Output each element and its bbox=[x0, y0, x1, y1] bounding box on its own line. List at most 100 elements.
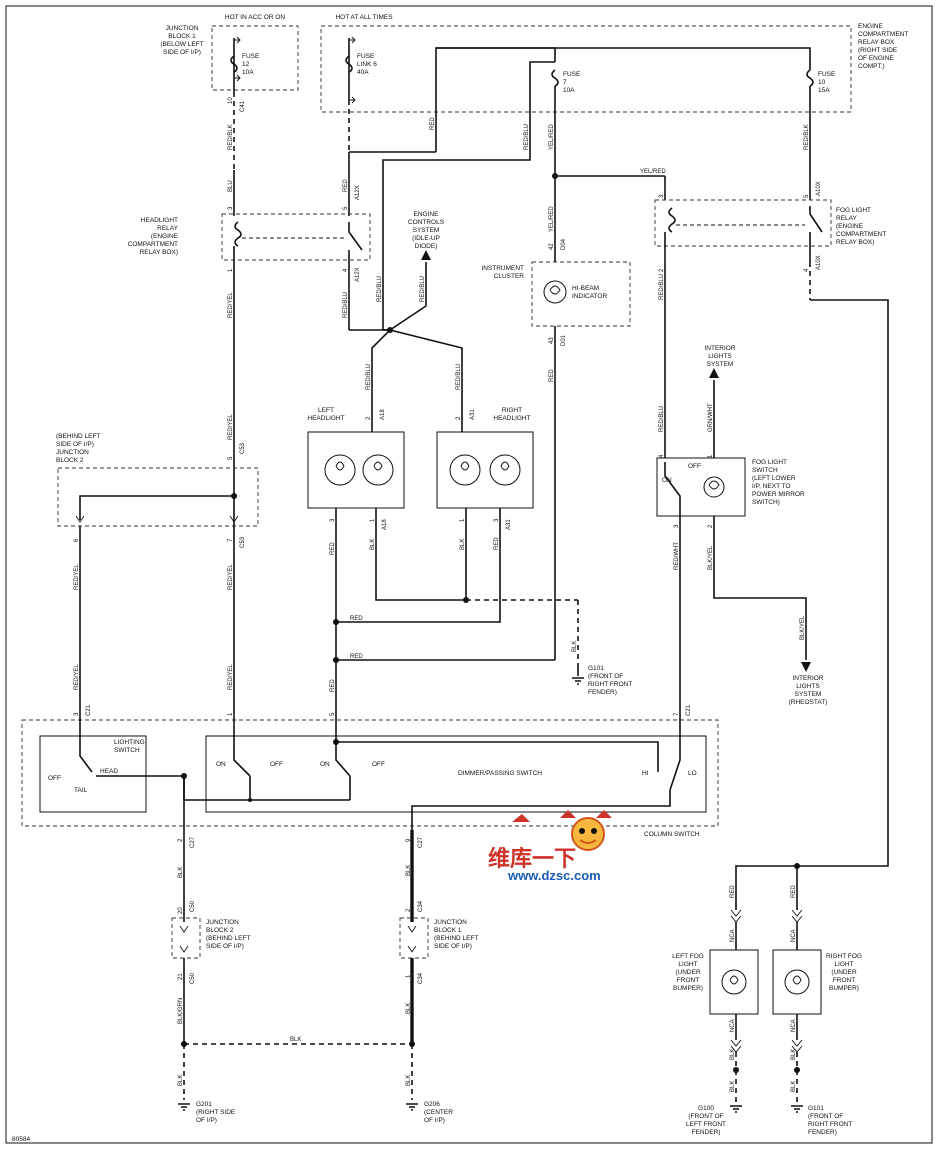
wire-label-13: RED/BLU bbox=[366, 364, 372, 390]
wire-label-2: RED bbox=[343, 179, 349, 192]
label-switch-states-off: OFF bbox=[48, 775, 61, 782]
connector-label-56: NCA bbox=[791, 929, 797, 942]
junction-block-2-box bbox=[57, 467, 259, 527]
wire-label-16: RED/BLU bbox=[659, 274, 665, 300]
wire-label-21: RED bbox=[330, 542, 336, 555]
wire-label-18: GRN/WHT bbox=[708, 403, 714, 432]
connector-label-23: 5 bbox=[228, 456, 234, 460]
wire-label-15: RED bbox=[549, 369, 555, 382]
connector-label-20: 2 bbox=[456, 416, 462, 420]
connector-label-12: A12X bbox=[355, 267, 361, 282]
junction-block-2-bottom-box bbox=[171, 917, 201, 959]
connector-label-25: 1 bbox=[708, 454, 714, 458]
wire-label-7: RED/BLK bbox=[804, 124, 810, 150]
wire-label-26: BLK/YEL bbox=[708, 545, 714, 570]
label-switch-states-lo: LO bbox=[688, 770, 697, 777]
connector-label-32: 3 bbox=[674, 524, 680, 528]
connector-label-41: 7 bbox=[674, 712, 680, 716]
wire-label-yel-red-h: YEL/RED bbox=[640, 169, 666, 175]
wire-label-red-h2: RED bbox=[350, 654, 363, 660]
connector-label-42: C21 bbox=[686, 704, 692, 716]
wire-label-40: BLK bbox=[730, 1049, 736, 1060]
connector-label-43: 2 bbox=[178, 838, 184, 842]
wire-label-33: BLK bbox=[406, 865, 412, 876]
ground-g201 bbox=[178, 1103, 190, 1111]
wire-label-38: RED bbox=[730, 885, 736, 898]
connector-label-47: 20 bbox=[178, 907, 184, 914]
column-switch-box bbox=[21, 719, 719, 827]
wire-label-37: BLK bbox=[406, 1075, 412, 1086]
wire-label-10: RED/BLU bbox=[377, 276, 383, 302]
wire-label-22: BLK bbox=[370, 539, 376, 550]
connector-label-53: 1 bbox=[406, 974, 412, 978]
connector-label-45: 9 bbox=[406, 838, 412, 842]
wire-label-23: BLK bbox=[460, 539, 466, 550]
connector-label-28: A18 bbox=[382, 519, 388, 530]
fog-switch-lamp bbox=[703, 476, 725, 498]
left-fog-bulb bbox=[721, 969, 747, 995]
headlight-relay-box bbox=[221, 213, 371, 261]
lighting-switch-contact bbox=[79, 716, 93, 773]
fuse-link-6-symbol bbox=[345, 55, 353, 73]
connector-label-26: 3 bbox=[330, 518, 336, 522]
label-switch-states-tail: TAIL bbox=[74, 787, 88, 794]
label-diagram-id: 80584 bbox=[12, 1136, 30, 1143]
connector-label-5: D04 bbox=[561, 238, 567, 250]
junction-block-1-bottom-box bbox=[399, 917, 429, 959]
label-dimmer-off-a: OFF bbox=[270, 761, 283, 768]
connector-label-0: C41 bbox=[240, 100, 246, 112]
connector-label-21: A31 bbox=[470, 409, 476, 420]
connector-label-17: D01 bbox=[561, 334, 567, 346]
wire-label-12: RED/YEL bbox=[228, 414, 234, 440]
connector-label-27: 1 bbox=[370, 518, 376, 522]
ground-g100 bbox=[730, 1105, 742, 1113]
connector-label-2: A12X bbox=[355, 185, 361, 200]
connector-label-50: C34 bbox=[418, 900, 424, 912]
watermark-cn: 维库一下 bbox=[488, 846, 576, 871]
connector-label-31: A31 bbox=[506, 519, 512, 530]
dimmer-contact-c bbox=[669, 716, 681, 791]
fuse-7-symbol bbox=[551, 69, 559, 87]
wire-label-red-h1: RED bbox=[350, 616, 363, 622]
connector-label-29: 1 bbox=[460, 518, 466, 522]
connector-label-13: 2 bbox=[659, 268, 665, 272]
fog-switch-contact bbox=[664, 462, 681, 516]
label-dimmer-switch: DIMMER/PASSING SWITCH bbox=[458, 770, 542, 777]
wire-label-32: BLK bbox=[178, 867, 184, 878]
wire-label-8: RED/YEL bbox=[228, 292, 234, 318]
headlight-relay-coil bbox=[234, 221, 242, 247]
wire-label-43: BLK bbox=[791, 1081, 797, 1092]
connector-label-30: 3 bbox=[494, 518, 500, 522]
label-hot-all-times: HOT AT ALL TIMES bbox=[335, 14, 393, 21]
label-fog-on: ON bbox=[662, 477, 672, 484]
connector-label-3: 5 bbox=[343, 206, 349, 210]
connector-label-40: 5 bbox=[330, 712, 336, 716]
connector-label-6: 42 bbox=[549, 243, 555, 250]
wire-label-41: BLK bbox=[791, 1049, 797, 1060]
label-switch-states-head: HEAD bbox=[100, 768, 118, 775]
connector-label-46: C27 bbox=[418, 836, 424, 848]
connector-label-7: A10X bbox=[816, 181, 822, 196]
wire-label-27: BLK/YEL bbox=[800, 615, 806, 640]
headlight-relay-contact bbox=[348, 222, 363, 251]
label-switch-states-hi: HI bbox=[642, 770, 649, 777]
connector-label-37: 3 bbox=[74, 712, 80, 716]
